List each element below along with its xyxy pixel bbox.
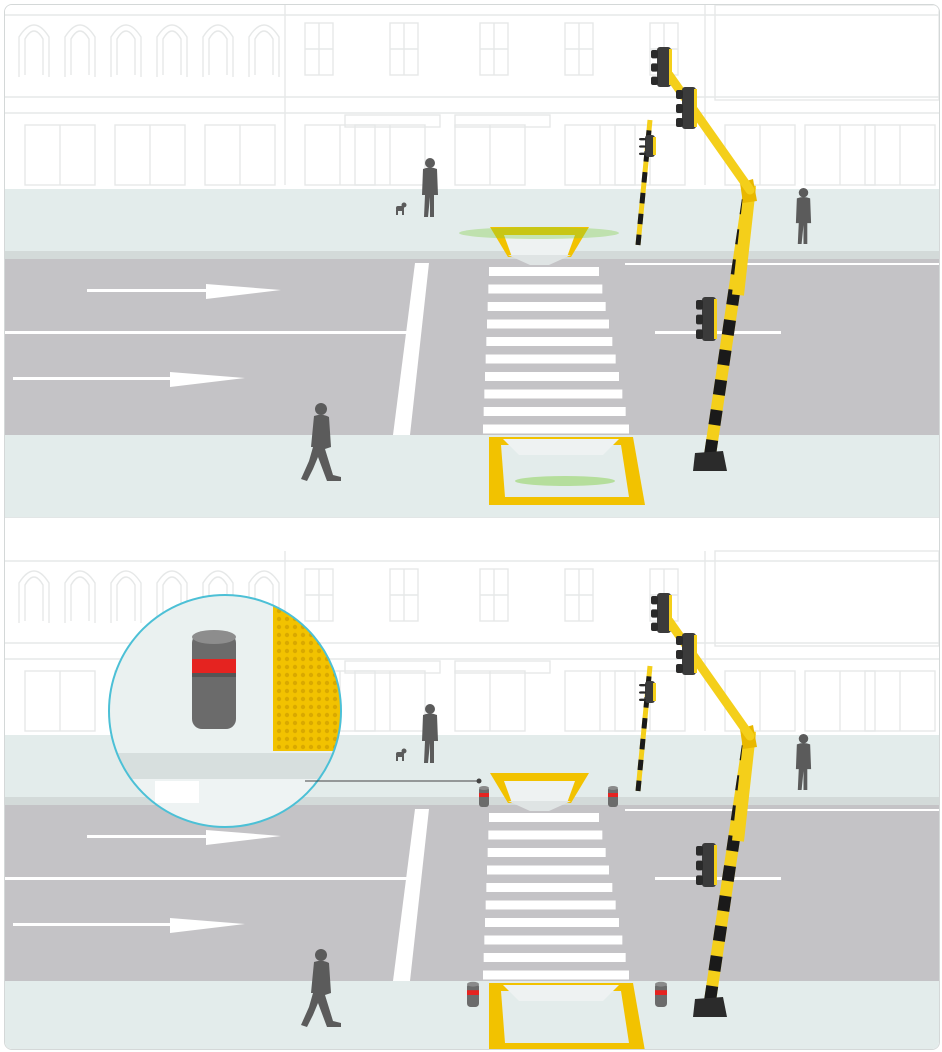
zebra-stripe [486, 883, 612, 892]
zebra-stripe [488, 285, 602, 294]
tactile-paving-lower [489, 983, 645, 1049]
lane-arrow-shaft [13, 923, 185, 926]
traffic-light-top-icon [651, 593, 672, 633]
zebra-stripe [484, 390, 622, 399]
zebra-stripe [484, 407, 626, 416]
bollard-icon [655, 982, 667, 1007]
lane-arrow-shaft [87, 289, 221, 292]
bollard-icon [608, 786, 618, 807]
scene-top [5, 5, 939, 517]
zebra-stripe [485, 372, 619, 381]
road [5, 259, 939, 435]
illustration-frame [4, 4, 940, 1050]
road [5, 805, 939, 981]
zebra-stripe [488, 848, 606, 857]
scene-bottom [5, 541, 939, 1049]
zebra-stripe [487, 320, 609, 329]
traffic-light-pole-icon [696, 297, 717, 341]
far-curb [5, 797, 939, 805]
traffic-light-arm-icon [676, 87, 697, 129]
bollard-icon [479, 786, 489, 807]
far-curb [5, 251, 939, 259]
pole-base [693, 997, 727, 1017]
pole-base [693, 451, 727, 471]
near-sidewalk [5, 435, 939, 517]
accessible-glow [515, 476, 615, 486]
zebra-stripe [483, 971, 629, 980]
scene-svg [5, 541, 939, 1049]
zebra-stripe [488, 831, 602, 840]
zebra-stripe [486, 901, 616, 910]
lane-line [5, 331, 413, 334]
zebra-stripe [489, 267, 599, 276]
scene-svg [5, 5, 939, 517]
zebra-stripe [488, 302, 606, 311]
zebra-stripe [486, 355, 616, 364]
lane-arrow-shaft [87, 835, 221, 838]
zebra-stripe [483, 425, 629, 434]
traffic-light-top-icon [651, 47, 672, 87]
zebra-stripe [489, 813, 599, 822]
zebra-stripe [484, 936, 622, 945]
lane-line-right [655, 331, 781, 334]
bollard-icon [467, 982, 479, 1007]
zebra-stripe [485, 918, 619, 927]
zebra-stripe [487, 866, 609, 875]
zebra-stripe [484, 953, 626, 962]
pedestrian-signal-icon [639, 681, 656, 703]
traffic-light-arm-icon [676, 633, 697, 675]
lane-arrow-shaft [13, 377, 185, 380]
traffic-light-pole-icon [696, 843, 717, 887]
scene-divider [5, 517, 939, 543]
road-edge-line [625, 809, 939, 811]
zebra-stripe [486, 337, 612, 346]
accessible-glow [459, 227, 619, 239]
lane-line-right [655, 877, 781, 880]
leader-dot [477, 779, 482, 784]
magnified-bollard-icon [192, 630, 236, 729]
pedestrian-signal-icon [639, 135, 656, 157]
tactile-paving-lower [489, 437, 645, 505]
lane-line [5, 877, 413, 880]
road-edge-line [625, 263, 939, 265]
